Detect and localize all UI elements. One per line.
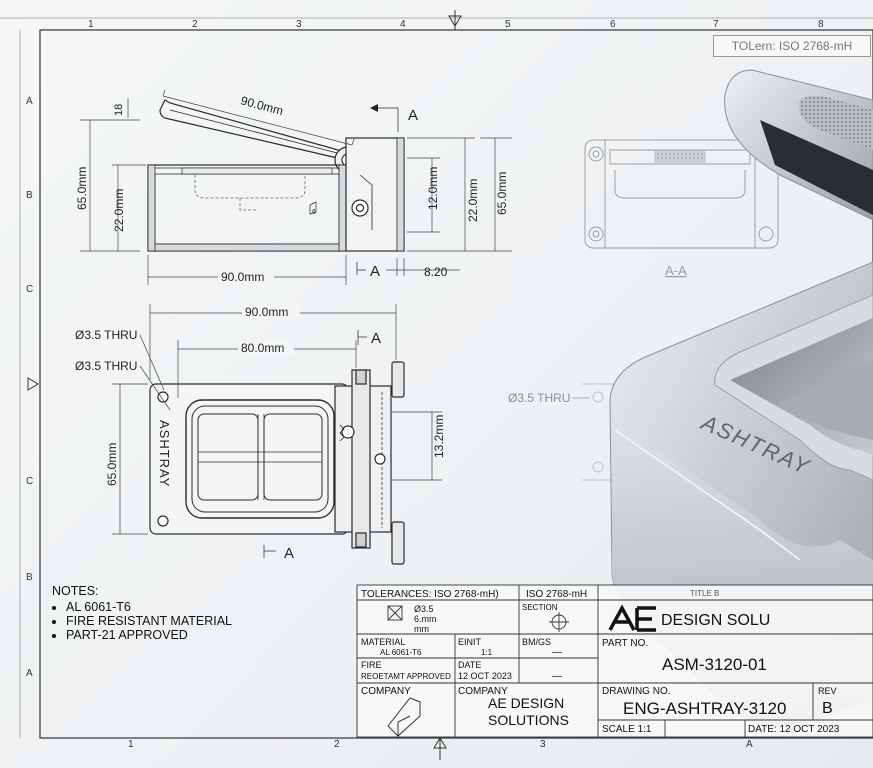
zone-number: 4 <box>400 19 406 30</box>
drawing-no-label: DRAWING NO. <box>602 686 671 697</box>
tolerances-label: TOLERANCES: ISO 2768-mH) <box>361 589 499 600</box>
zone-number: 3 <box>296 19 302 30</box>
section-label-bottom-view: A <box>284 545 294 562</box>
company-label: COMPANY <box>458 686 508 697</box>
ae-logo-icon <box>608 604 656 632</box>
flatness-unit: 6.mm <box>414 614 437 624</box>
dim-hinge: 12.0mm <box>426 167 440 210</box>
zone-letter: A <box>26 668 33 679</box>
sheet-border <box>0 17 873 739</box>
tolerance-callout: TOLern: ISO 2768-mH <box>713 35 871 57</box>
title-label: TITLE B <box>690 589 719 598</box>
company-name: DESIGN SOLU <box>661 612 770 629</box>
zone-number: 8 <box>818 19 824 30</box>
zone-number: 1 <box>88 19 94 30</box>
title-block-text: TOLERANCES: ISO 2768-mH) ISO 2768-mH TIT… <box>361 589 840 735</box>
scale-value: SCALE 1:1 <box>602 724 652 735</box>
title-block <box>356 584 873 738</box>
notes-title: NOTES: <box>52 584 99 598</box>
bmgs-label: BM/GS <box>522 637 551 647</box>
dim-offset: 8.20 <box>424 265 448 279</box>
section-label-bottom: A <box>370 263 380 280</box>
hole-callout-1: Ø3.5 THRU <box>75 328 137 342</box>
iso-label: ISO 2768-mH <box>526 589 587 600</box>
flatness-value: Ø3.5 <box>414 604 434 614</box>
border-left-zones: A B C C B A <box>26 96 39 679</box>
section-label-top-view: A <box>371 330 381 347</box>
border-bottom-zones: 1 2 3 A <box>128 737 753 760</box>
company-value: SOLUTIONS <box>488 712 569 728</box>
dim-inner-height: 22.0mm <box>112 189 126 232</box>
section-label-tb: SECTION <box>522 603 558 612</box>
section-view: A-A Ø3.5 THRU <box>508 139 779 481</box>
dim-lid-thickness: 18 <box>113 104 125 116</box>
material-label: MATERIAL <box>361 637 405 647</box>
notes-list: AL 6061-T6 FIRE RESISTANT MATERIAL PART-… <box>52 600 232 642</box>
dash: — <box>552 671 562 682</box>
zone-letter: B <box>26 572 33 583</box>
zone-letter: B <box>26 190 33 201</box>
dim-top-side: 13.2mm <box>432 415 446 458</box>
notes: NOTES: AL 6061-T6 FIRE RESISTANT MATERIA… <box>52 584 232 642</box>
flatness-unit: mm <box>414 624 429 634</box>
zone-number: 3 <box>540 739 546 750</box>
svg-text:6: 6 <box>312 209 316 216</box>
hole-callout-2: Ø3.5 THRU <box>75 359 137 373</box>
top-engraving: ASHTRAY <box>157 420 172 487</box>
finish-value: 1:1 <box>481 648 493 657</box>
zone-number: 6 <box>610 19 616 30</box>
zone-number: A <box>746 739 753 750</box>
dim-right-inner: 22.0mm <box>466 179 480 222</box>
dim-height-left: 65.0mm <box>75 167 89 210</box>
dim-base-length: 90.0mm <box>221 270 264 284</box>
material-value: AL 6061-T6 <box>380 648 422 657</box>
hinge-bracket <box>345 137 405 252</box>
zone-letter: A <box>26 96 33 107</box>
zone-letter: C <box>26 284 33 295</box>
date-label: DATE <box>458 660 481 670</box>
zone-letter: C <box>26 476 33 487</box>
finish-label: EINIT <box>458 637 482 647</box>
section-label-top: A <box>408 107 418 124</box>
company-label: COMPANY <box>361 686 411 697</box>
top-view <box>149 361 405 565</box>
front-view: 6 <box>147 99 405 252</box>
dim-top-width: 90.0mm <box>245 305 288 319</box>
company-value: AE DESIGN <box>488 695 564 711</box>
part-no-value: ASM-3120-01 <box>662 655 767 674</box>
front-view-dimensions: 90.0mm 18 65.0mm 22.0mm 90.0mm 12.0mm 22… <box>75 89 512 285</box>
mount-hole <box>157 515 169 527</box>
mount-hole <box>157 391 169 403</box>
zone-number: 2 <box>334 739 340 750</box>
drawing-no-value: ENG-ASHTRAY-3120 <box>623 699 786 718</box>
note-item: FIRE RESISTANT MATERIAL <box>66 614 232 628</box>
dim-right-height: 65.0mm <box>495 172 509 215</box>
part-no-label: PART NO. <box>602 638 648 649</box>
note-item: AL 6061-T6 <box>66 600 232 614</box>
dash: — <box>552 647 562 658</box>
zone-number: 7 <box>713 19 719 30</box>
rev-value: B <box>822 700 833 717</box>
zone-number: 1 <box>128 739 134 750</box>
note-item: PART-21 APPROVED <box>66 628 232 642</box>
zone-number: 2 <box>192 19 198 30</box>
date-footer: DATE: 12 OCT 2023 <box>748 724 840 735</box>
dim-top-depth: 65.0mm <box>105 443 119 486</box>
hole-callout-3: Ø3.5 THRU <box>508 391 570 405</box>
date-value: 12 OCT 2023 <box>458 671 512 681</box>
border-top-zones: 1 2 3 4 5 6 7 8 <box>88 10 824 30</box>
dim-top-inner: 80.0mm <box>241 341 284 355</box>
fire-label: FIRE <box>361 660 382 670</box>
company-bracket-icon <box>387 697 421 737</box>
rev-label: REV <box>818 686 837 696</box>
top-view-dimensions: 90.0mm 80.0mm Ø3.5 THRU Ø3.5 THRU 65.0mm… <box>75 304 446 562</box>
dim-lid-length: 90.0mm <box>239 93 285 118</box>
centering-arrow-icon <box>27 377 39 391</box>
zone-number: 5 <box>505 19 511 30</box>
section-view-label: A-A <box>665 263 687 278</box>
fire-value: REOETAMT APPROVED <box>361 672 451 681</box>
